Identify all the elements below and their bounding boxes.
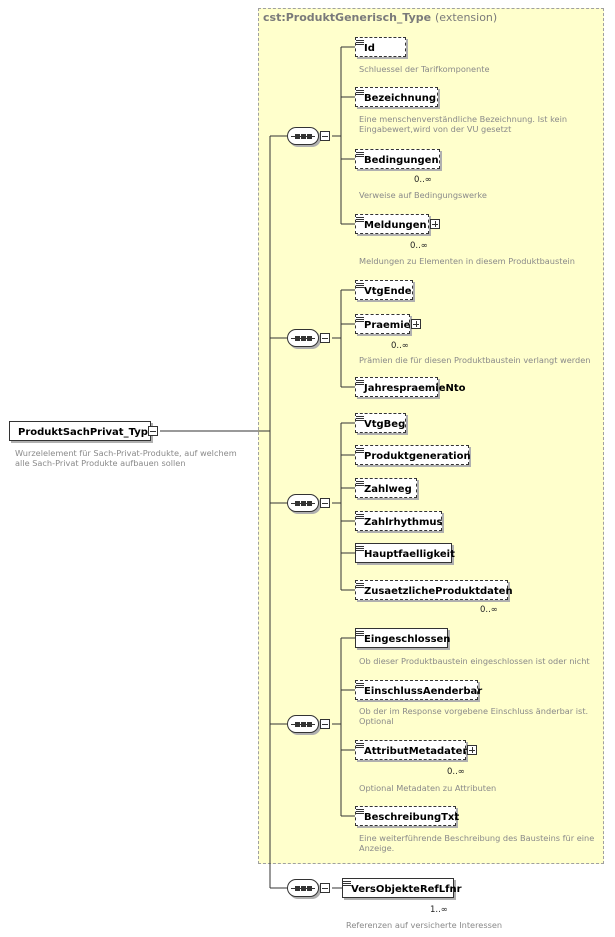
element-bedingungen[interactable]: Bedingungen	[355, 149, 440, 169]
element-name: VtgBeg	[364, 419, 406, 430]
element-annotation: Ob dieser Produktbaustein eingeschlossen…	[359, 656, 590, 666]
element-name: Zahlrhythmus	[364, 517, 443, 528]
element-icon	[356, 152, 364, 158]
element-icon	[356, 448, 364, 454]
element-vtgbeg[interactable]: VtgBeg	[355, 413, 406, 433]
element-name: Zahlweg	[364, 484, 412, 495]
element-name: Meldungen	[364, 220, 427, 231]
collapse-icon[interactable]	[320, 719, 330, 729]
element-id[interactable]: Id	[355, 37, 406, 57]
element-icon	[356, 743, 364, 749]
element-vtgende[interactable]: VtgEnde	[355, 280, 413, 300]
element-name: Bezeichnung	[364, 93, 436, 104]
element-annotation: Schluessel der Tarifkomponente	[359, 64, 490, 74]
element-annotation: Meldungen zu Elementen in diesem Produkt…	[359, 256, 575, 266]
element-jahrespraemiento[interactable]: JahrespraemieNto	[355, 377, 466, 397]
element-zahlrhythmus[interactable]: Zahlrhythmus	[355, 511, 443, 531]
element-meldungen[interactable]: Meldungen	[355, 214, 429, 234]
element-annotation: Eine menschenverständliche Bezeichnung. …	[359, 114, 568, 134]
element-icon	[356, 90, 364, 96]
extension-suffix: (extension)	[434, 11, 498, 24]
element-bezeichnung[interactable]: Bezeichnung	[355, 87, 438, 107]
sequence-icon[interactable]	[287, 879, 319, 897]
element-beschreibungtxt[interactable]: BeschreibungTxt	[355, 806, 460, 826]
element-name: Produktgeneration	[364, 451, 471, 462]
element-name: JahrespraemieNto	[364, 383, 466, 394]
element-name: VersObjekteRefLfnr	[351, 884, 462, 895]
cardinality-label: 0..∞	[391, 341, 409, 351]
element-annotation: Eine weiterführende Beschreibung des Bau…	[359, 833, 595, 853]
collapse-icon[interactable]	[320, 333, 330, 343]
element-annotation: Ob der im Response vorgebene Einschluss …	[359, 706, 589, 726]
element-icon	[356, 583, 364, 589]
sequence-icon[interactable]	[287, 329, 319, 347]
root-element-name: ProduktSachPrivat_Type	[18, 427, 155, 438]
element-praemie[interactable]: Praemie	[355, 314, 410, 334]
element-name: Eingeschlossen	[364, 634, 451, 645]
element-name: EinschlussAenderbar	[364, 686, 483, 697]
element-icon	[356, 809, 364, 815]
element-annotation: Verweise auf Bedingungswerke	[359, 190, 487, 200]
element-name: Id	[364, 43, 375, 54]
sequence-icon[interactable]	[287, 715, 319, 733]
extension-name: cst:ProduktGenerisch_Type	[263, 11, 432, 24]
element-icon	[343, 881, 351, 887]
element-name: Hauptfaelligkeit	[364, 549, 455, 560]
collapse-icon[interactable]	[320, 883, 330, 893]
element-icon	[356, 416, 364, 422]
element-zahlweg[interactable]: Zahlweg	[355, 478, 417, 498]
collapse-icon[interactable]	[320, 498, 330, 508]
element-icon	[356, 683, 364, 689]
root-annotation: Wurzelelement für Sach-Privat-Produkte, …	[15, 448, 237, 468]
element-zusaetzlicheproduktdaten[interactable]: ZusaetzlicheProduktdaten	[355, 580, 513, 600]
element-attributmetadaten[interactable]: AttributMetadaten	[355, 740, 470, 760]
element-icon	[356, 514, 364, 520]
element-name: ZusaetzlicheProduktdaten	[364, 586, 513, 597]
collapse-icon[interactable]	[148, 426, 158, 436]
expand-icon[interactable]	[411, 319, 421, 329]
element-icon	[356, 317, 364, 323]
element-eingeschlossen[interactable]: Eingeschlossen	[355, 628, 451, 648]
element-hauptfaelligkeit[interactable]: Hauptfaelligkeit	[355, 543, 455, 563]
root-element-box[interactable]: ProduktSachPrivat_Type	[9, 421, 155, 441]
expand-icon[interactable]	[430, 219, 440, 229]
cardinality-label: 0..∞	[410, 241, 428, 251]
element-icon	[356, 40, 364, 46]
element-icon	[356, 380, 364, 386]
element-annotation: Prämien die für diesen Produktbaustein v…	[359, 355, 591, 365]
cardinality-label: 1..∞	[430, 905, 448, 915]
element-annotation: Optional Metadaten zu Attributen	[359, 783, 497, 793]
sequence-icon[interactable]	[287, 494, 319, 512]
element-name: AttributMetadaten	[364, 746, 470, 757]
element-name: VtgEnde	[364, 286, 412, 297]
element-einschlussaenderbar[interactable]: EinschlussAenderbar	[355, 680, 482, 700]
element-icon	[356, 546, 364, 552]
element-produktgeneration[interactable]: Produktgeneration	[355, 445, 471, 465]
sequence-icon[interactable]	[287, 127, 319, 145]
element-name: Praemie	[364, 320, 411, 331]
element-versobjektereflfnr[interactable]: VersObjekteRefLfnr	[342, 878, 462, 898]
element-name: BeschreibungTxt	[364, 812, 460, 823]
element-icon	[356, 631, 364, 637]
element-name: Bedingungen	[364, 155, 439, 166]
element-icon	[356, 481, 364, 487]
extension-title: cst:ProduktGenerisch_Type (extension)	[263, 11, 497, 24]
cardinality-label: 0..∞	[447, 767, 465, 777]
cardinality-label: 0..∞	[480, 605, 498, 615]
element-annotation: Referenzen auf versicherte Interessen	[346, 920, 503, 930]
element-icon	[356, 217, 364, 223]
element-icon	[356, 283, 364, 289]
expand-icon[interactable]	[467, 745, 477, 755]
cardinality-label: 0..∞	[414, 175, 432, 185]
collapse-icon[interactable]	[320, 131, 330, 141]
